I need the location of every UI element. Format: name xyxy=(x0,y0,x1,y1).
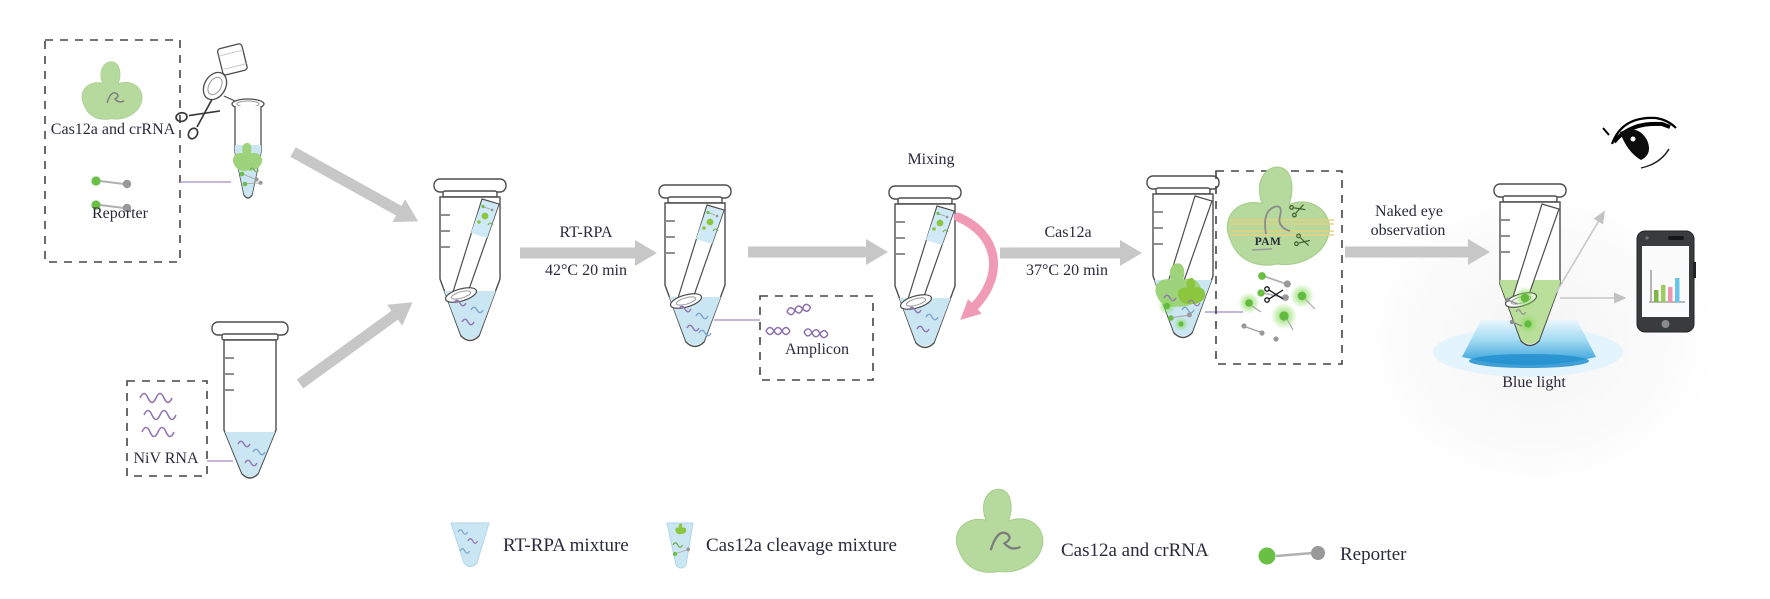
legend-label-reporter: Reporter xyxy=(1340,544,1407,565)
amplicon-box xyxy=(759,295,874,381)
mixing-label: Mixing xyxy=(907,151,955,168)
rt-rpa-arrow xyxy=(520,240,657,266)
eye-icon xyxy=(1602,116,1677,169)
mixing-tube xyxy=(888,185,962,349)
rt-rpa-product-tube xyxy=(658,184,732,348)
reagent-tube xyxy=(202,43,265,199)
dsdna-strand xyxy=(1230,219,1334,225)
cas12a-arrow xyxy=(1000,240,1142,266)
legend-label-rt-rpa-mixture: RT-RPA mixture xyxy=(503,535,629,556)
to-eye-arrow xyxy=(1555,210,1605,294)
reagent-box xyxy=(44,39,181,263)
sample-tube xyxy=(211,321,289,479)
cas12a-step-label: Cas12a xyxy=(1044,224,1092,241)
scissors-icon xyxy=(1264,286,1284,303)
cas12a-cleavage-tube-icon xyxy=(666,522,694,569)
blue-light-label: Blue light xyxy=(1502,374,1566,391)
pam-label: PAM xyxy=(1254,236,1282,248)
rna-wave-icon xyxy=(141,426,175,438)
amplicon-helix-icon xyxy=(802,327,829,339)
mechanism-box xyxy=(1215,166,1343,365)
cas12a-condition-label: 37°C 20 min xyxy=(1026,262,1108,279)
phone-bar-chart xyxy=(1649,270,1685,303)
pam-site-mark xyxy=(1251,248,1273,251)
sample-box-label: NiV RNA xyxy=(133,450,199,467)
readout-tube xyxy=(1493,183,1567,347)
reagent-box-label: Cas12a and crRNA xyxy=(50,121,176,138)
dsdna-strand xyxy=(1230,230,1334,236)
amplicon-helix-icon xyxy=(785,302,812,317)
mixing-arrow xyxy=(953,212,998,320)
cleaved-reporter-cluster xyxy=(1238,270,1316,342)
cleavage-tube xyxy=(1146,175,1220,339)
cas12a-crrna-blob-icon xyxy=(955,488,1044,573)
sample-box xyxy=(126,380,208,477)
combined-reaction-tube xyxy=(433,178,507,342)
scissors-icon xyxy=(175,99,221,140)
legend xyxy=(450,488,1325,573)
reporter-dumbbell-icon xyxy=(1258,546,1325,565)
cas12a-crrna-blob-icon xyxy=(81,61,143,120)
rt-rpa-step-label: RT-RPA xyxy=(559,224,613,241)
rt-rpa-tube-icon xyxy=(450,522,490,567)
legend-label-cas12a-and-crrna: Cas12a and crRNA xyxy=(1061,540,1209,561)
reporter-label: Reporter xyxy=(92,205,148,222)
rt-rpa-condition-label: 42°C 20 min xyxy=(545,262,627,279)
rna-wave-icon xyxy=(139,392,173,404)
reporter-dumbbell-icon xyxy=(90,175,133,190)
merge-arrow-bottom xyxy=(296,302,413,389)
merge-arrow-top xyxy=(290,147,419,223)
amplicon-helix-icon xyxy=(765,326,791,336)
rna-wave-icon xyxy=(143,409,177,421)
naked-eye-label-line1: Naked eye xyxy=(1375,203,1443,220)
naked-eye-arrow xyxy=(1345,239,1490,265)
smartphone-icon xyxy=(1636,230,1696,333)
crrna-loop xyxy=(1264,205,1291,235)
legend-label-cas12a-cleavage-mixture: Cas12a cleavage mixture xyxy=(706,535,897,556)
naked-eye-label-line2: observation xyxy=(1370,222,1446,239)
amplicon-label: Amplicon xyxy=(785,341,849,358)
cas12a-complex-icon xyxy=(1226,166,1334,266)
transfer-arrow xyxy=(748,239,888,265)
